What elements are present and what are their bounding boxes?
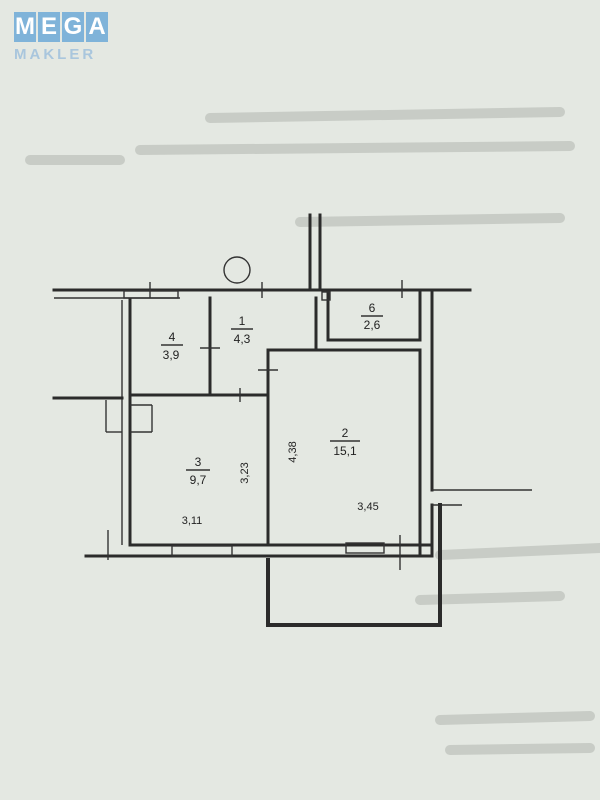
room-label-2: 2 15,1	[330, 426, 360, 458]
dimension-room3-width: 3,11	[182, 515, 203, 527]
room-label-4: 4 3,9	[161, 330, 183, 362]
room-label-3: 3 9,7	[186, 455, 210, 487]
logo-makler: MAKLER	[14, 46, 97, 63]
walls	[52, 213, 532, 627]
dimension-room2-height: 4,38	[287, 441, 299, 462]
logo-letter: G	[62, 12, 84, 42]
logo-letter: M	[14, 12, 36, 42]
room-number: 1	[239, 314, 246, 328]
dimension-room2-width: 3,45	[357, 501, 378, 513]
room-label-6: 6 2,6	[361, 301, 383, 332]
room-label-1: 1 4,3	[231, 314, 253, 346]
logo-letter: A	[86, 12, 108, 42]
room-area: 2,6	[364, 318, 381, 332]
room-number: 4	[169, 330, 176, 344]
dimension-room3-height: 3,23	[239, 462, 251, 483]
room-area: 3,9	[163, 348, 180, 362]
room-number: 2	[342, 426, 349, 440]
room-area: 15,1	[333, 444, 357, 458]
room-area: 4,3	[234, 332, 251, 346]
background-scribbles	[25, 107, 600, 755]
room-number: 6	[369, 301, 376, 315]
room-number: 3	[195, 455, 202, 469]
openings	[107, 256, 403, 570]
room-area: 9,7	[190, 473, 207, 487]
logo-letter: E	[38, 12, 60, 42]
